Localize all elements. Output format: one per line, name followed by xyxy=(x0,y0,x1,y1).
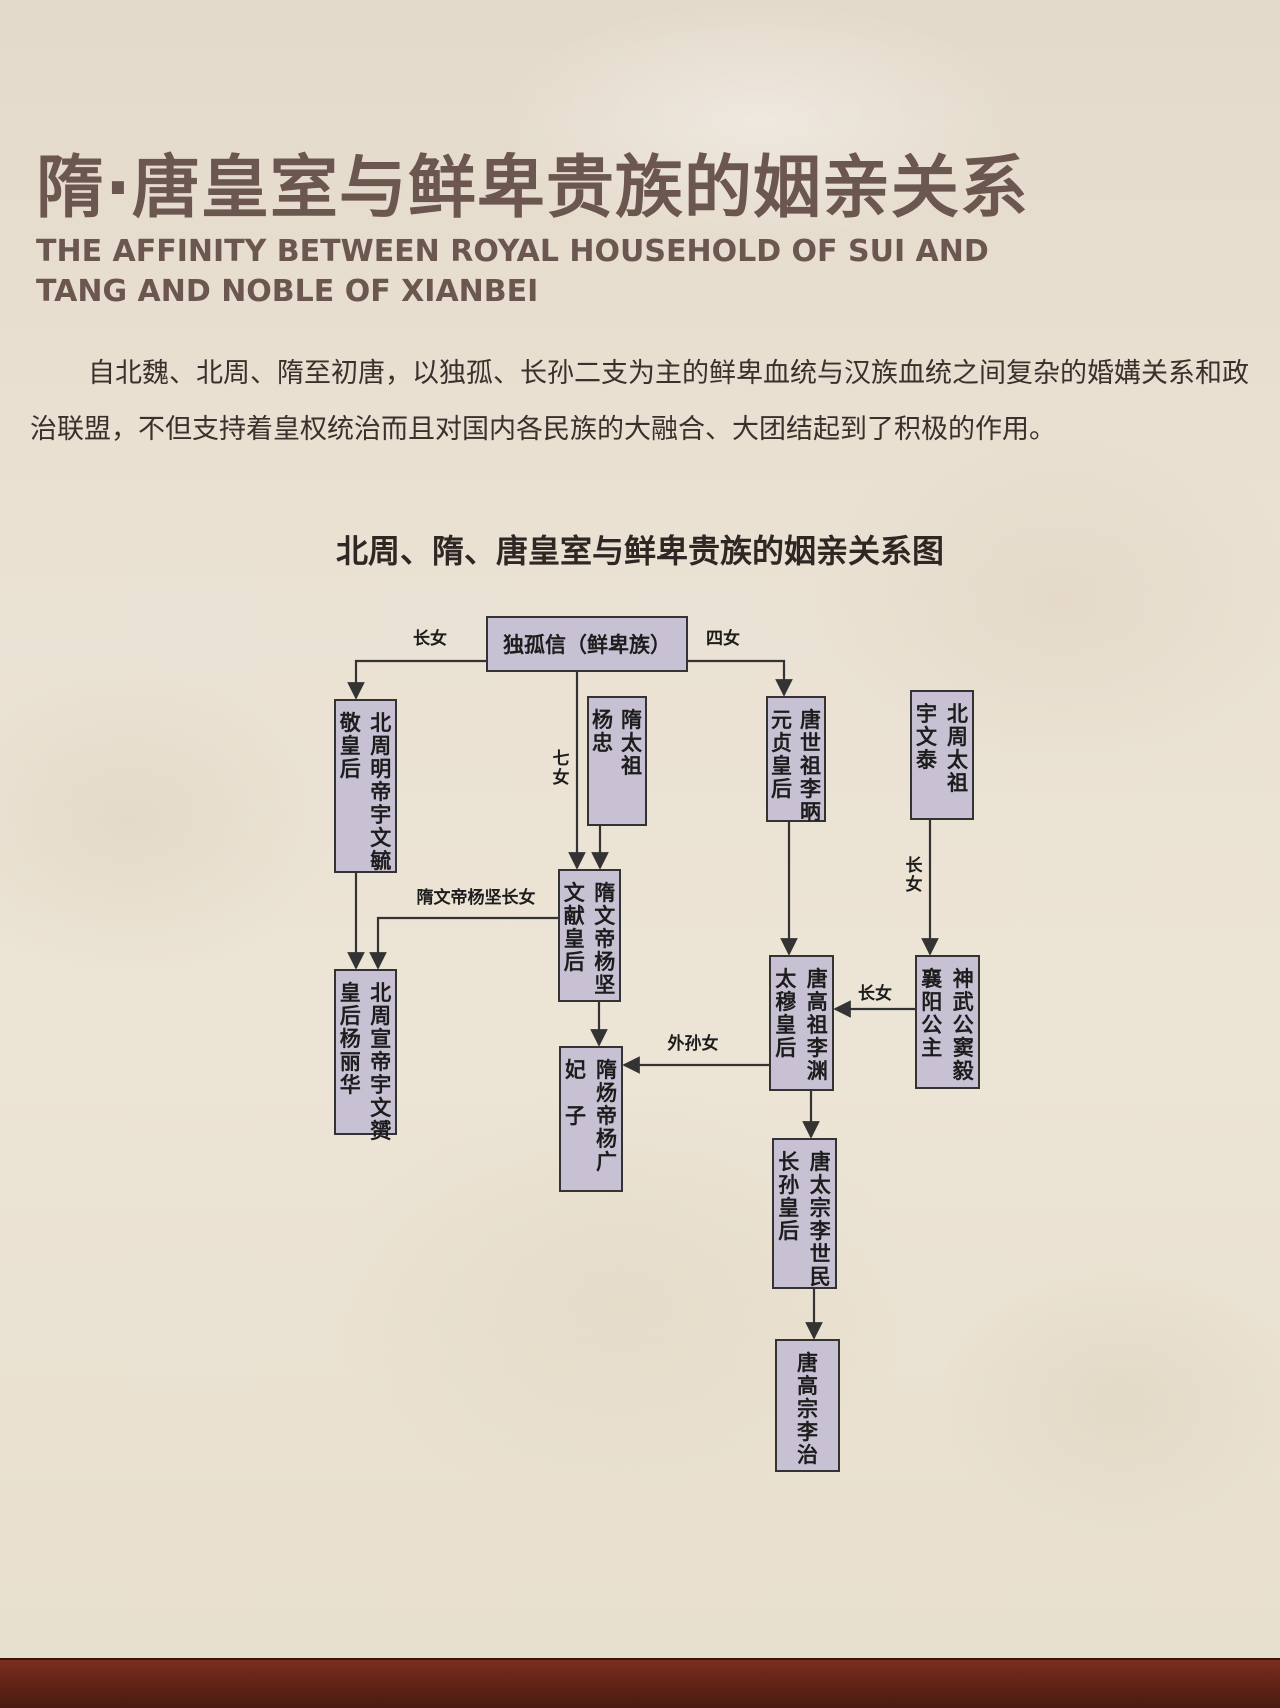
node-column-2: 长孙皇后 xyxy=(778,1150,800,1243)
edge-label: 七女 xyxy=(553,749,570,788)
edge-label: 隋文帝杨坚长女 xyxy=(417,887,536,908)
node-column-2: 皇后杨丽华 xyxy=(340,981,361,1097)
node-box xyxy=(775,1339,840,1472)
node-column-2: 杨忠 xyxy=(592,708,613,755)
node-label: 独孤信（鲜卑族） xyxy=(503,633,671,657)
bottom-frame xyxy=(0,1658,1280,1708)
node-column-1: 北周明帝宇文毓 xyxy=(370,711,392,873)
edge-sui-wendi-to-zhou-xuandi xyxy=(369,916,559,970)
node-column-2: 妃 子 xyxy=(565,1058,586,1128)
node-box xyxy=(587,696,647,826)
page-title: 隋·唐皇室与鲜卑贵族的姻亲关系 xyxy=(36,149,1029,228)
node-box xyxy=(559,1046,623,1192)
node-column-1: 隋文帝杨坚 xyxy=(594,881,616,997)
node-column-1: 唐高宗李治 xyxy=(796,1351,819,1467)
node-column-2: 敬皇后 xyxy=(339,711,362,781)
node-column-1: 唐世祖李昞 xyxy=(799,708,822,824)
labels-layer: 长女四女七女隋文帝杨坚长女长女长女外孙女 xyxy=(413,628,924,1054)
node-box xyxy=(915,955,980,1089)
nodes-layer: 独孤信（鲜卑族）北周明帝宇文毓敬皇后隋太祖杨忠唐世祖李昞元贞皇后北周太祖宇文泰隋… xyxy=(334,616,980,1472)
node-box xyxy=(334,699,397,873)
node-column-1: 神武公窦毅 xyxy=(952,967,975,1083)
node-gaozong: 唐高宗李治 xyxy=(775,1339,840,1472)
node-column-1: 唐太宗李世民 xyxy=(809,1150,832,1289)
edges-layer xyxy=(347,659,939,1340)
node-column-2: 襄阳公主 xyxy=(920,967,943,1060)
node-box xyxy=(334,969,397,1135)
node-column-1: 唐高祖李渊 xyxy=(806,967,829,1083)
edge-dugu-to-yuan-zhen xyxy=(687,659,793,697)
node-box xyxy=(766,696,826,822)
edge-label: 四女 xyxy=(706,628,740,649)
english-title-line-1: THE AFFINITY BETWEEN ROYAL HOUSEHOLD OF … xyxy=(36,234,989,269)
english-title-line-2: TANG AND NOBLE OF XIANBEI xyxy=(36,274,539,309)
node-column-2: 元贞皇后 xyxy=(771,708,792,801)
node-box xyxy=(558,869,621,1002)
node-box xyxy=(910,690,974,820)
node-box xyxy=(769,955,834,1091)
node-column-1: 北周宣帝宇文赟 xyxy=(370,981,392,1143)
node-box xyxy=(772,1138,837,1289)
edge-label: 长女 xyxy=(858,983,892,1004)
node-column-1: 隋炀帝杨广 xyxy=(596,1058,617,1174)
edge-label: 长女 xyxy=(413,628,447,649)
edge-label: 外孙女 xyxy=(668,1033,719,1054)
diagram-title: 北周、隋、唐皇室与鲜卑贵族的姻亲关系图 xyxy=(335,532,944,570)
node-column-1: 北周太祖 xyxy=(946,702,969,795)
node-column-1: 隋太祖 xyxy=(620,708,643,778)
node-box xyxy=(486,616,688,672)
intro-paragraph: 自北魏、北周、隋至初唐，以独孤、长孙二支为主的鲜卑血统与汉族血统之间复杂的婚媾关… xyxy=(30,358,1249,445)
edge-label: 长女 xyxy=(906,855,924,895)
english-title: THE AFFINITY BETWEEN ROYAL HOUSEHOLD OF … xyxy=(36,232,989,312)
node-column-2: 太穆皇后 xyxy=(775,967,797,1060)
node-dugu: 独孤信（鲜卑族） xyxy=(486,616,688,672)
edge-dugu-to-zhou-mingdi xyxy=(347,659,487,700)
node-column-2: 文献皇后 xyxy=(564,881,586,974)
node-column-2: 宇文泰 xyxy=(915,702,938,772)
